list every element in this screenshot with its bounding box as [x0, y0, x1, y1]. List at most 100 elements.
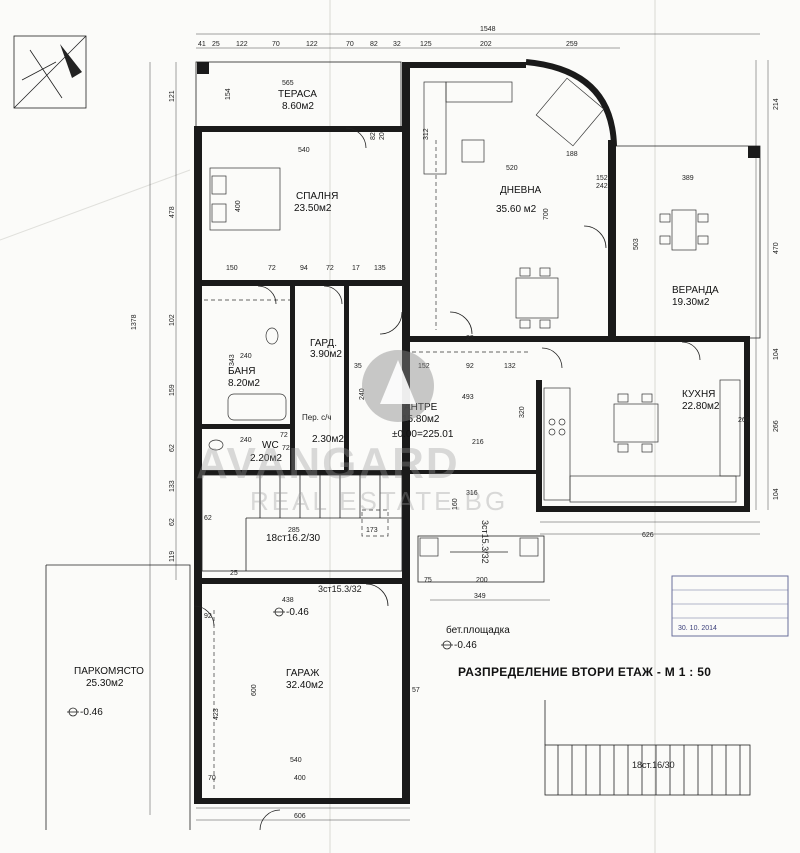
dimension-label: 104 [773, 488, 780, 500]
room-area-terrace: 8.60м2 [282, 101, 314, 112]
armchair-icon [535, 77, 605, 147]
bottom-stair-treads [557, 745, 741, 795]
site-outline [45, 564, 751, 830]
dimension-label: 266 [773, 420, 780, 432]
parking-level-mark: -0.46 [80, 707, 103, 718]
dimension-label: 104 [773, 348, 780, 360]
room-name-parking: ПАРКОМЯСТО [74, 666, 144, 677]
dimension-label: 540 [298, 147, 310, 154]
dimension-label: 266 [738, 417, 750, 424]
bed-icon [209, 167, 281, 231]
watermark-line1: AVANGARD [196, 439, 460, 488]
watermark-line2: REAL ESTATE.BG [250, 486, 508, 516]
room-name-garage: ГАРАЖ [286, 668, 320, 679]
room-area-laundry: 2.30м2 [312, 434, 344, 445]
room-area-hall: 15.80м2 [402, 414, 440, 425]
floor-level-mark: ±0.00=225.01 [392, 429, 454, 440]
dimension-label: 700 [543, 208, 550, 220]
room-name-laundry: Пер. с/ч [302, 413, 331, 422]
dimension-label: 122 [306, 41, 318, 48]
room-name-hall: АНТРЕ [404, 402, 438, 413]
dimension-label: 72 [280, 432, 288, 439]
stair-label-main: 18ст16.2/30 [266, 533, 321, 544]
entrance-steps-icon [417, 535, 545, 583]
dimension-label: 41 [198, 41, 206, 48]
dimension-label: 216 [472, 439, 484, 446]
dimension-label: 133 [169, 480, 176, 492]
dashed-guides [204, 140, 530, 353]
dimension-label: 25 [212, 41, 220, 48]
dimension-label: 92 [466, 363, 474, 370]
dining-table-icon [515, 267, 559, 329]
room-area-wc: 2.20м2 [250, 453, 282, 464]
dimension-label: 72 [326, 265, 334, 272]
room-name-kitchen: КУХНЯ [682, 389, 715, 400]
right-dimension-labels: 214 470 104 266 104 [773, 98, 780, 500]
dimension-label: 400 [235, 200, 242, 212]
dimension-label: 200 [476, 577, 488, 584]
dimension-label: 285 [288, 527, 300, 534]
room-name-bedroom: СПАЛНЯ [296, 191, 338, 202]
room-area-veranda: 19.30м2 [672, 297, 710, 308]
room-area-kitchen: 22.80м2 [682, 401, 720, 412]
dimension-label: 75 [424, 577, 432, 584]
main-stair-icon [201, 474, 403, 572]
dimension-label: 606 [294, 813, 306, 820]
dimension-label: 72 [268, 265, 276, 272]
dimension-label: 119 [169, 551, 176, 562]
kitchen-table-icon [613, 393, 659, 453]
top-dimension-labels: 1548 41 25 122 70 122 70 82 32 125 202 2… [198, 26, 578, 48]
walls [194, 59, 750, 804]
dimension-label: 32 [393, 41, 401, 48]
dimension-label: 152 [418, 363, 430, 370]
dimension-label: 92 [204, 613, 212, 620]
dimension-label: 62 [169, 518, 176, 526]
dimension-label: 102 [169, 314, 176, 326]
dimension-label: 520 [506, 165, 518, 172]
dimension-label: 240 [240, 437, 252, 444]
dimension-label: 159 [169, 384, 176, 396]
dimension-label: 320 [519, 406, 526, 418]
dimension-label: 154 [225, 88, 232, 100]
dimension-label: 132 [504, 363, 516, 370]
dimension-label: 121 [169, 90, 176, 102]
dimension-label: 389 [682, 175, 694, 182]
left-dimension-labels: 1378 121 478 102 159 62 133 62 119 423 [131, 90, 220, 720]
dimension-label: 503 [633, 238, 640, 250]
garage-level-mark: -0.46 [286, 607, 309, 618]
dimension-label: 188 [566, 151, 578, 158]
bathtub-icon [227, 393, 287, 421]
room-name-wardrobe: ГАРД. [310, 338, 337, 349]
dimension-label: 72 [282, 445, 290, 452]
dimension-label: 242 [596, 183, 608, 190]
dimension-label: 423 [213, 708, 220, 720]
dimension-label: 70 [272, 41, 280, 48]
dimension-label: 57 [412, 687, 420, 694]
room-name-platform: бет.площадка [446, 624, 510, 636]
dimension-label: 22 [466, 335, 474, 342]
dimension-lines [149, 33, 769, 821]
dimension-label: 160 [452, 498, 459, 510]
dimension-label: 201 [379, 128, 386, 140]
dimension-label: 62 [204, 515, 212, 522]
veranda-table-icon [659, 209, 709, 251]
room-labels: ТЕРАСА 8.60м2 СПАЛНЯ 23.50м2 ДНЕВНА 35.6… [74, 89, 720, 718]
dimension-label: 316 [466, 490, 478, 497]
dimension-label: 438 [282, 597, 294, 604]
dimension-label: 240 [359, 388, 366, 400]
room-area-parking: 25.30м2 [86, 678, 124, 689]
kitchen-counter-icon [543, 379, 741, 503]
dimension-label: 240 [240, 353, 252, 360]
platform-level-mark: -0.46 [454, 640, 477, 651]
room-name-living: ДНЕВНА [500, 185, 542, 196]
room-area-wardrobe: 3.90м2 [310, 349, 342, 360]
toilet-icon [208, 327, 279, 451]
inner-dimension-labels: 565 154 540 400 150 72 94 72 17 135 520 … [204, 80, 750, 820]
room-area-bath: 8.20м2 [228, 378, 260, 389]
sofa-icon [423, 81, 513, 175]
dimension-label: 173 [366, 527, 378, 534]
dimension-label: 259 [566, 41, 578, 48]
dimension-label: 202 [480, 41, 492, 48]
dimension-label: 470 [773, 242, 780, 254]
